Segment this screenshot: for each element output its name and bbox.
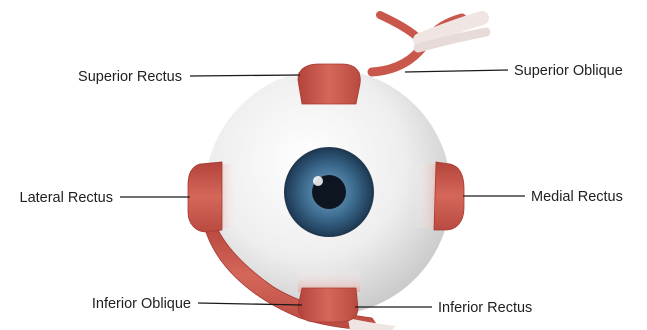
label-superior-rectus: Superior Rectus [78,69,182,85]
label-inferior-oblique: Inferior Oblique [92,296,191,312]
label-inferior-rectus: Inferior Rectus [438,300,532,316]
label-superior-oblique: Superior Oblique [514,63,623,79]
medial-rectus-muscle [414,162,464,230]
label-medial-rectus: Medial Rectus [531,189,623,205]
label-lateral-rectus: Lateral Rectus [20,190,114,206]
leader-line-superior-rectus [190,75,300,76]
superior-oblique-muscle [372,15,486,72]
inferior-rectus-muscle [298,268,360,322]
leader-line-superior-oblique [405,70,508,72]
superior-rectus-muscle [298,64,360,104]
pupil-highlight [313,176,323,186]
lateral-rectus-muscle [188,162,240,232]
